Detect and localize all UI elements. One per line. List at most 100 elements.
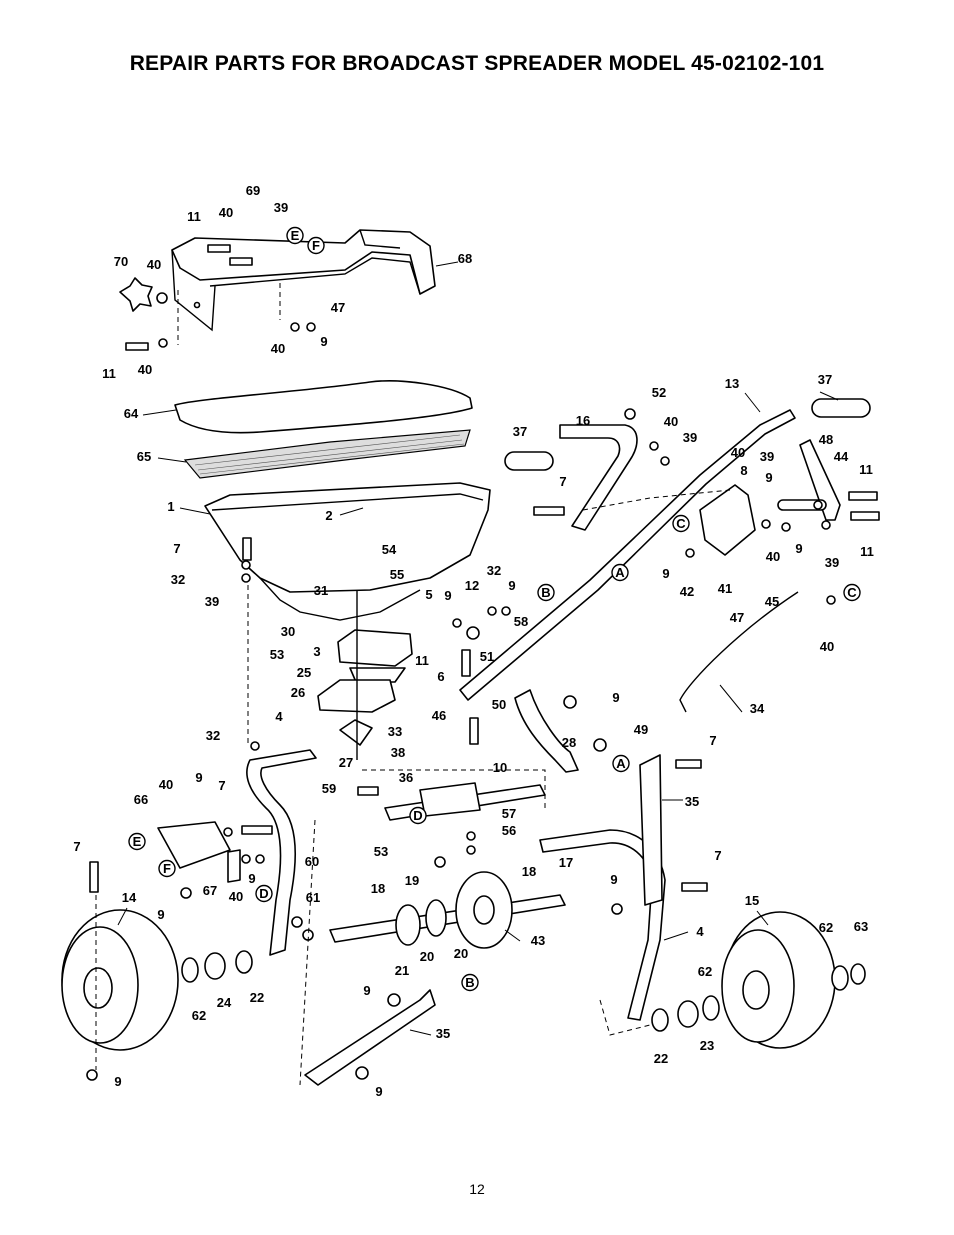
ref-letter-text: E — [291, 228, 300, 243]
ref-letter-B: B — [461, 973, 479, 992]
callout-32: 32 — [206, 728, 220, 743]
callout-9: 9 — [444, 588, 451, 603]
callout-9: 9 — [195, 770, 202, 785]
handle-upper — [459, 409, 796, 701]
callout-20: 20 — [454, 946, 468, 961]
callout-36: 36 — [399, 770, 413, 785]
control-rod — [679, 591, 799, 713]
hopper-cover — [174, 380, 473, 434]
leg-left — [246, 749, 317, 956]
grip-right — [811, 398, 871, 418]
bolts — [89, 244, 880, 893]
callout-55: 55 — [390, 567, 404, 582]
callout-40: 40 — [138, 362, 152, 377]
ref-letter-circle — [461, 973, 479, 992]
callout-7: 7 — [173, 541, 180, 556]
ref-letter-circle — [672, 514, 690, 533]
callout-9: 9 — [765, 470, 772, 485]
gearbox-assembly — [317, 590, 413, 760]
callout-70: 70 — [114, 254, 128, 269]
ref-letter-text: E — [133, 834, 142, 849]
callout-23: 23 — [700, 1038, 714, 1053]
callout-43: 43 — [531, 933, 545, 948]
callout-18: 18 — [522, 864, 536, 879]
bushing-20a — [395, 904, 421, 946]
ref-letter-circle — [255, 884, 273, 903]
deflector-frame — [171, 229, 436, 332]
ref-letter-A: A — [612, 754, 630, 773]
callout-37: 37 — [818, 372, 832, 387]
callout-37: 37 — [513, 424, 527, 439]
callout-9: 9 — [363, 983, 370, 998]
callout-1: 1 — [167, 499, 174, 514]
ref-letter-C: C — [672, 514, 690, 533]
callout-38: 38 — [391, 745, 405, 760]
callout-40: 40 — [271, 341, 285, 356]
callout-40: 40 — [159, 777, 173, 792]
callout-9: 9 — [612, 690, 619, 705]
callout-62: 62 — [192, 1008, 206, 1023]
callout-9: 9 — [610, 872, 617, 887]
callout-51: 51 — [480, 649, 494, 664]
washers-and-nuts — [86, 292, 836, 1081]
callout-20: 20 — [420, 949, 434, 964]
leader-lines — [117, 261, 839, 1036]
ref-letter-B: B — [537, 583, 555, 602]
bushing-20b — [425, 899, 447, 937]
ref-letter-circle — [611, 563, 629, 582]
callout-35: 35 — [436, 1026, 450, 1041]
ref-letter-D: D — [255, 884, 273, 903]
callout-61: 61 — [306, 890, 320, 905]
callout-60: 60 — [305, 854, 319, 869]
callout-9: 9 — [248, 871, 255, 886]
ref-letter-E: E — [286, 226, 304, 245]
callout-48: 48 — [819, 432, 833, 447]
callout-11: 11 — [415, 653, 429, 668]
callout-32: 32 — [171, 572, 185, 587]
ref-letter-A: A — [611, 563, 629, 582]
knob — [119, 277, 153, 312]
screen-mesh — [194, 434, 465, 475]
callout-39: 39 — [683, 430, 697, 445]
ref-letter-F: F — [158, 859, 176, 878]
callout-40: 40 — [219, 205, 233, 220]
callout-34: 34 — [750, 701, 765, 716]
callout-15: 15 — [745, 893, 759, 908]
callout-2: 2 — [325, 508, 332, 523]
callout-7: 7 — [73, 839, 80, 854]
ref-letter-text: A — [616, 756, 626, 771]
page-number: 12 — [469, 1181, 485, 1197]
callout-57: 57 — [502, 806, 516, 821]
grip-left — [504, 451, 554, 471]
page-title: REPAIR PARTS FOR BROADCAST SPREADER MODE… — [129, 52, 825, 75]
callout-40: 40 — [731, 445, 745, 460]
callout-67: 67 — [203, 883, 217, 898]
wheel-right — [721, 911, 836, 1049]
callout-16: 16 — [576, 413, 590, 428]
callout-64: 64 — [124, 406, 139, 421]
callout-17: 17 — [559, 855, 573, 870]
callout-63: 63 — [854, 919, 868, 934]
ref-letter-circle — [158, 859, 176, 878]
ref-letter-text: F — [312, 238, 320, 253]
callout-9: 9 — [157, 907, 164, 922]
callout-21: 21 — [395, 963, 409, 978]
gear-plate — [419, 782, 481, 817]
callout-6: 6 — [437, 669, 444, 684]
callout-11: 11 — [860, 544, 874, 559]
callout-39: 39 — [274, 200, 288, 215]
ref-letter-C: C — [843, 583, 861, 602]
callout-35: 35 — [685, 794, 699, 809]
callout-59: 59 — [322, 781, 336, 796]
ref-letter-circle — [128, 832, 146, 851]
ref-letter-E: E — [128, 832, 146, 851]
ref-letter-text: D — [413, 808, 422, 823]
callout-62: 62 — [819, 920, 833, 935]
callout-11: 11 — [187, 209, 201, 224]
callout-9: 9 — [320, 334, 327, 349]
callout-5: 5 — [425, 587, 432, 602]
callout-56: 56 — [502, 823, 516, 838]
handle-grip — [559, 424, 638, 531]
callout-9: 9 — [662, 566, 669, 581]
